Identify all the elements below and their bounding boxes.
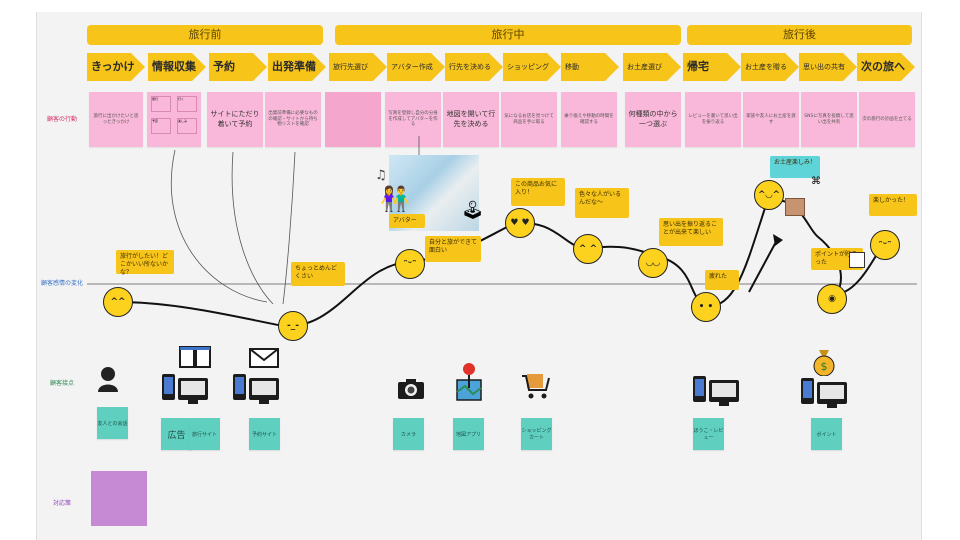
phone-icon	[801, 378, 814, 404]
emotion-bubble: 自分と旅ができて面白い	[425, 236, 481, 262]
gift-box-icon	[785, 198, 805, 216]
action-note: 次の旅行の計画を立てる	[859, 92, 915, 147]
phase-before-trip: 旅行前	[87, 25, 323, 45]
response-note	[91, 471, 147, 526]
touchpoint-note: 予約サイト	[249, 418, 280, 450]
mini-note: 行く	[177, 96, 197, 112]
touchpoint-note: ポイント	[811, 418, 842, 450]
emotion-bubble: 色々な人がいるんだな〜	[575, 188, 629, 218]
emotion-bubble: ちょっとめんどくさい	[291, 262, 345, 286]
emotion-bubble: 楽しかった！	[869, 194, 917, 216]
computer-icon	[817, 382, 847, 408]
step-souvenir-choice: お土産選び	[623, 53, 681, 81]
step-give-souvenirs: お土産を贈る	[741, 53, 799, 81]
action-note: 旅行に出かけたいと思ったきっかけ	[89, 92, 143, 147]
happy-emoji-icon: ^◡^	[754, 180, 784, 210]
computer-icon	[709, 380, 739, 406]
step-transit: 移動	[561, 53, 619, 81]
touchpoint-note: 友人との会話	[97, 407, 128, 439]
mini-note: 楽しみ	[177, 118, 197, 134]
action-note: 乗り換えや移動の時間を確認する	[561, 92, 617, 147]
emotion-curve-layer	[87, 136, 917, 328]
touchpoint-note: ほうこ・レビュー	[693, 418, 724, 450]
step-share-memories: 思い出の共有	[799, 53, 857, 81]
computer-icon	[249, 378, 279, 404]
hiking-couple-icon: 👫	[380, 185, 410, 213]
emotion-bubble: 疲れた	[705, 270, 739, 290]
phone-icon	[693, 376, 706, 402]
step-trigger: きっかけ	[87, 53, 145, 81]
relieved-emoji-icon: ◡◡	[638, 248, 668, 278]
step-preparation: 出発準備	[268, 53, 326, 81]
action-note: 気になるお店を見つけて商品を手に取る	[501, 92, 557, 147]
camera-icon	[397, 378, 425, 400]
action-note-cluster	[325, 92, 381, 147]
touchpoint-note: ショッピングカート	[521, 418, 552, 450]
book-icon	[179, 346, 211, 368]
row-label-touchpoints: 顧客接点	[49, 380, 74, 387]
grinning-emoji-icon: ᵔᵕᵔ	[395, 249, 425, 279]
computer-icon	[178, 378, 208, 404]
grinning-emoji-icon: ᵔᵕᵔ	[870, 230, 900, 260]
person-speaking-icon	[97, 366, 119, 392]
action-note: 家族や友人にお土産を渡す	[743, 92, 799, 147]
action-note: 地図を開いて行先を決める	[443, 92, 499, 147]
phone-icon	[233, 374, 246, 400]
notepad-icon	[849, 252, 865, 268]
action-note: 写真を登録し自分の分身を作成してアバターを作る	[385, 92, 441, 147]
action-note: 何種類の中から一つ選ぶ	[625, 92, 681, 147]
thinking-emoji-icon: -_-	[278, 311, 308, 341]
step-info-gathering: 情報収集	[148, 53, 206, 81]
searching-emoji-icon: ◉	[817, 284, 847, 314]
phase-during-trip: 旅行中	[335, 25, 681, 45]
joystick-icon: 🕹	[461, 200, 484, 221]
avatar-tag: アバター	[389, 214, 425, 228]
emotion-bubble: この商品お気に入り！	[511, 178, 565, 206]
smiling-emoji-icon: ^ ^	[573, 234, 603, 264]
step-decide-destination: 行先を決める	[445, 53, 503, 81]
emotion-bubble: お土産楽しみ！	[770, 156, 820, 178]
step-destination-choice: 旅行先選び	[329, 53, 387, 81]
heart-eyes-emoji-icon: ♥ ♥	[505, 208, 535, 238]
envelope-icon	[249, 348, 279, 368]
touchpoint-note: 地図アプリ	[453, 418, 484, 450]
bottle-icon: ⌘	[811, 176, 821, 187]
emotion-curve	[116, 199, 884, 328]
step-avatar-creation: アバター作成	[387, 53, 445, 81]
shopping-cart-icon	[521, 372, 551, 400]
step-return-home: 帰宅	[683, 53, 741, 81]
connector-line	[282, 151, 296, 305]
map-pin-icon	[455, 362, 483, 402]
step-next-trip: 次の旅へ	[857, 53, 915, 81]
row-label-emotion: 顧客感情の変化	[40, 280, 83, 287]
row-label-response: 対応策	[52, 500, 71, 507]
svg-text:$: $	[821, 360, 828, 373]
musical-notes-icon: ♫	[375, 168, 387, 183]
sweat-smile-emoji-icon: ^^	[103, 287, 133, 317]
phase-after-trip: 旅行後	[687, 25, 912, 45]
tired-emoji-icon: • •	[691, 292, 721, 322]
phone-icon	[162, 374, 175, 400]
journey-map-board: 旅行前 旅行中 旅行後 きっかけ 情報収集 予約 出発準備 旅行先選び アバター…	[36, 12, 922, 540]
emotion-bubble: 旅行がしたい！どこかいい所ないかな？	[116, 250, 174, 276]
action-note: サイトにただり着いて予約	[207, 92, 263, 147]
touchpoint-note: 広告	[161, 418, 192, 450]
touchpoint-note: カメラ	[393, 418, 424, 450]
money-bag-icon: $	[811, 348, 837, 377]
connector-line	[170, 149, 268, 303]
touchpoint-note: 旅行サイト	[189, 418, 220, 450]
emotion-bubble: 思い出を振り返ることが出来て楽しい	[659, 218, 723, 246]
action-note: レビューを書いて思い出を振り返る	[685, 92, 741, 147]
mini-note: 予定	[151, 118, 171, 134]
row-label-actions: 顧客の行動	[46, 116, 77, 123]
action-note: 出発前準備に必要なものの確認・サイトから持ち物リストを確認	[265, 92, 321, 147]
step-booking: 予約	[209, 53, 267, 81]
connector-line	[231, 151, 274, 305]
mini-note: 旅行	[151, 96, 171, 112]
action-note: SNSに写真を投稿して思い出を共有	[801, 92, 857, 147]
step-shopping: ショッピング	[503, 53, 561, 81]
upward-arrow	[748, 239, 778, 293]
upward-arrowhead	[773, 234, 783, 246]
